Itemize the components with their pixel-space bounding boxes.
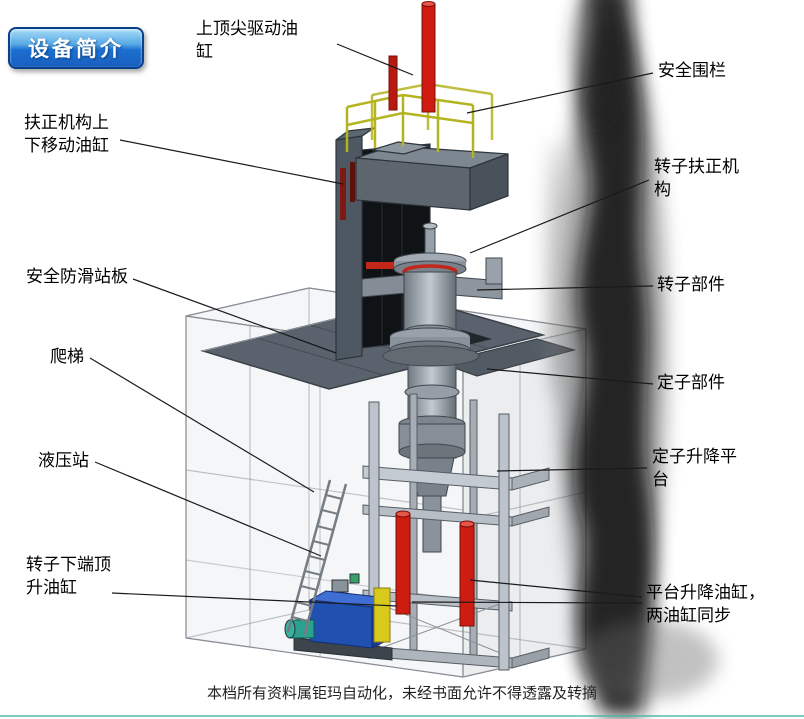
label-anti-slip-platform: 安全防滑站板 — [26, 267, 128, 286]
hydraulic-station-graphic — [284, 573, 393, 661]
label-safety-fence: 安全围栏 — [658, 61, 726, 80]
label-rotor-parts: 转子部件 — [657, 275, 725, 294]
platform-lift-cylinders-graphic — [395, 510, 475, 627]
label-platform-lift-cylinders: 平台升降油缸，两油缸同步 — [646, 583, 765, 625]
smoke-shadow-graphic — [544, 0, 718, 715]
label-rotor-bottom-cylinder: 转子下端顶升油缸 — [26, 555, 111, 597]
label-straightening-cylinder: 扶正机构上下移动油缸 — [24, 113, 109, 155]
footer-note: 本档所有资料属钜玛自动化，未经书面允许不得透露及转摘 — [206, 686, 597, 702]
title-badge: 设备简介 — [8, 27, 144, 69]
safety-fence-graphic — [345, 82, 494, 158]
ladder-graphic — [286, 479, 348, 637]
footer-divider — [0, 715, 804, 717]
label-ladder: 爬梯 — [50, 347, 84, 366]
title-badge-label: 设备简介 — [28, 37, 124, 61]
label-top-drive-cylinder: 上顶尖驱动油缸 — [196, 19, 298, 61]
label-stator-lift-platform: 定子升降平台 — [652, 447, 737, 489]
leader-lines — [89, 43, 654, 607]
top-drive-cylinder-graphic — [388, 1, 436, 113]
label-stator-parts: 定子部件 — [657, 373, 725, 392]
label-hydraulic-station: 液压站 — [38, 451, 89, 470]
label-rotor-straightening: 转子扶正机构 — [654, 157, 739, 199]
rotor-assembly-graphic — [361, 222, 503, 367]
